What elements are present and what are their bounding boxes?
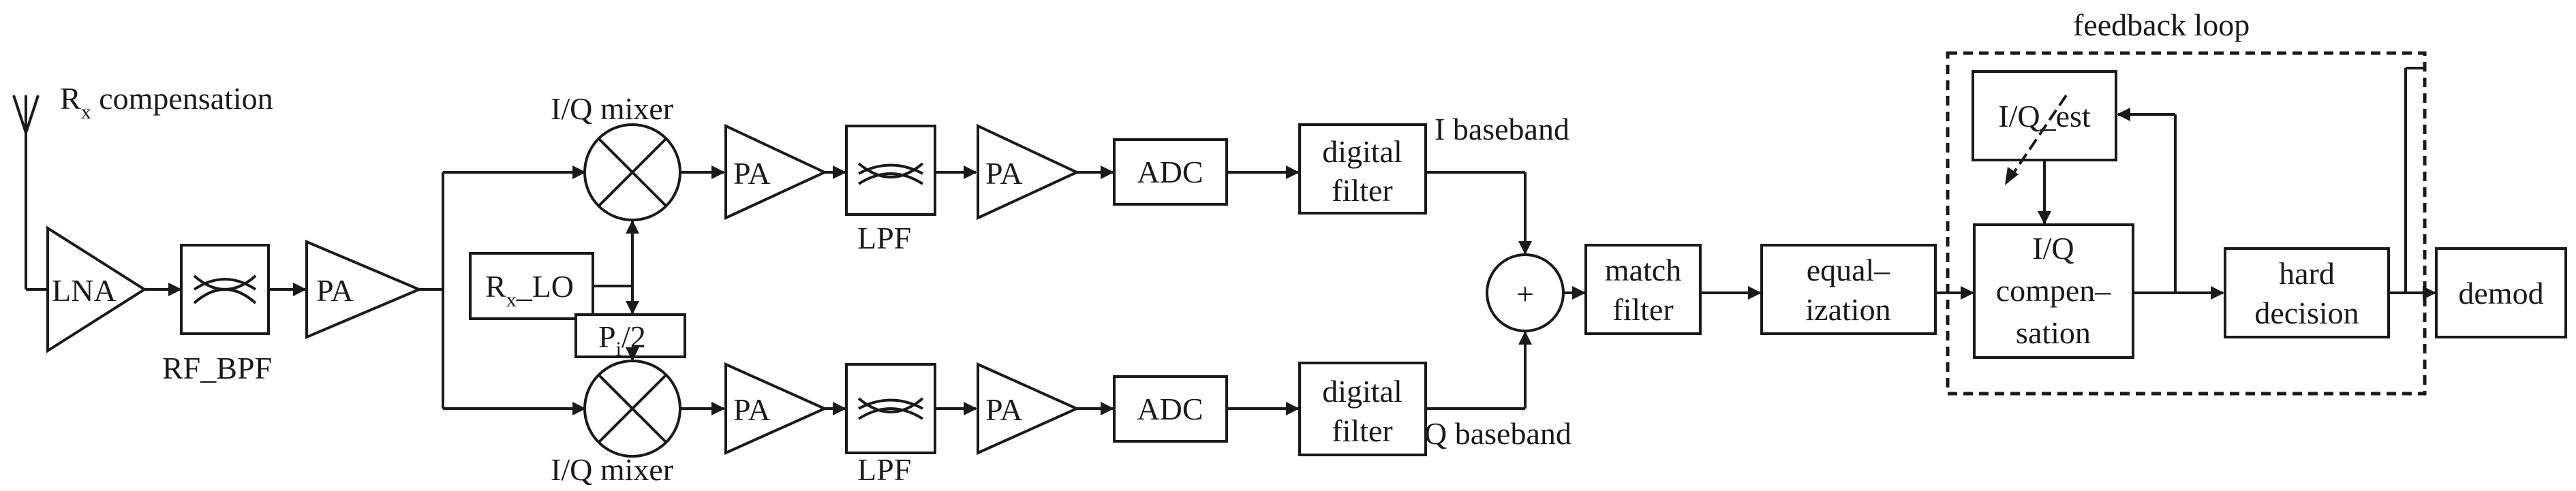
- i-pa1-amplifier: [724, 123, 828, 221]
- i-lpf-block: [845, 125, 936, 216]
- iq-compensation-line3: sation: [2016, 315, 2091, 350]
- q-pa1-label: PA: [733, 392, 771, 427]
- hard-decision-block: [2224, 247, 2390, 338]
- feedback-loop-label: feedback loop: [2073, 7, 2250, 42]
- iq-compensation-line2: compen–: [1996, 273, 2112, 308]
- i-lpf-label: LPF: [857, 221, 911, 255]
- q-digital-filter-line2: filter: [1332, 413, 1392, 448]
- hard-decision-line1: hard: [2279, 256, 2335, 291]
- q-mixer: [583, 360, 681, 458]
- q-mixer-label: I/Q mixer: [551, 452, 673, 487]
- rf-bpf-label: RF_BPF: [162, 351, 272, 385]
- front-pa-amplifier: [305, 239, 423, 340]
- lna-amplifier: [46, 225, 147, 353]
- equalization-block: [1760, 244, 1937, 335]
- q-adc-label: ADC: [1137, 392, 1203, 426]
- q-pa1-amplifier: [724, 362, 828, 456]
- demod-label: demod: [2458, 276, 2543, 311]
- match-filter-line1: match: [1605, 253, 1681, 287]
- match-filter-line2: filter: [1612, 292, 1673, 327]
- q-digital-filter-block: [1298, 362, 1427, 456]
- equalization-line2: ization: [1805, 292, 1890, 327]
- i-digital-filter-line1: digital: [1322, 134, 1402, 169]
- front-pa-label: PA: [316, 273, 354, 308]
- i-pa1-label: PA: [733, 156, 771, 191]
- i-digital-filter-block: [1298, 123, 1427, 215]
- bandpass-filter-icon: [193, 274, 257, 304]
- q-adc-block: [1113, 375, 1228, 443]
- q-baseband-label: Q baseband: [1424, 416, 1571, 451]
- feedback-loop-boundary: [1946, 51, 2427, 396]
- hard-decision-line2: decision: [2254, 296, 2359, 330]
- i-pa2-amplifier: [977, 123, 1080, 221]
- i-baseband-label: I baseband: [1435, 112, 1569, 146]
- q-digital-filter-line1: digital: [1322, 374, 1402, 409]
- lowpass-filter-icon: [857, 162, 924, 185]
- iq-est-block: [1972, 70, 2117, 161]
- lowpass-filter-icon: [857, 397, 924, 420]
- i-pa2-label: PA: [985, 156, 1023, 191]
- iq-compensation-block: [1973, 223, 2134, 359]
- q-pa2-amplifier: [977, 362, 1080, 456]
- demod-block: [2435, 247, 2567, 338]
- adder-sign: +: [1516, 276, 1534, 311]
- adjustable-arrow-icon: [2005, 94, 2068, 185]
- rx-compensation-label: Rx compensation: [60, 81, 273, 123]
- i-mixer-label: I/Q mixer: [551, 91, 673, 126]
- equalization-line1: equal–: [1807, 253, 1891, 287]
- rx-lo-block: [469, 252, 594, 320]
- i-digital-filter-line2: filter: [1332, 173, 1392, 208]
- q-lpf-label: LPF: [857, 452, 911, 487]
- i-adc-block: [1113, 138, 1228, 206]
- i-adc-label: ADC: [1137, 155, 1203, 189]
- lna-label: LNA: [52, 273, 117, 308]
- match-filter-block: [1584, 244, 1702, 335]
- antenna-icon: [12, 95, 46, 291]
- rx-lo-label: Rx_LO: [485, 269, 574, 311]
- q-pa2-label: PA: [985, 392, 1023, 427]
- i-mixer: [583, 123, 681, 221]
- iq-compensation-line1: I/Q: [2032, 231, 2074, 266]
